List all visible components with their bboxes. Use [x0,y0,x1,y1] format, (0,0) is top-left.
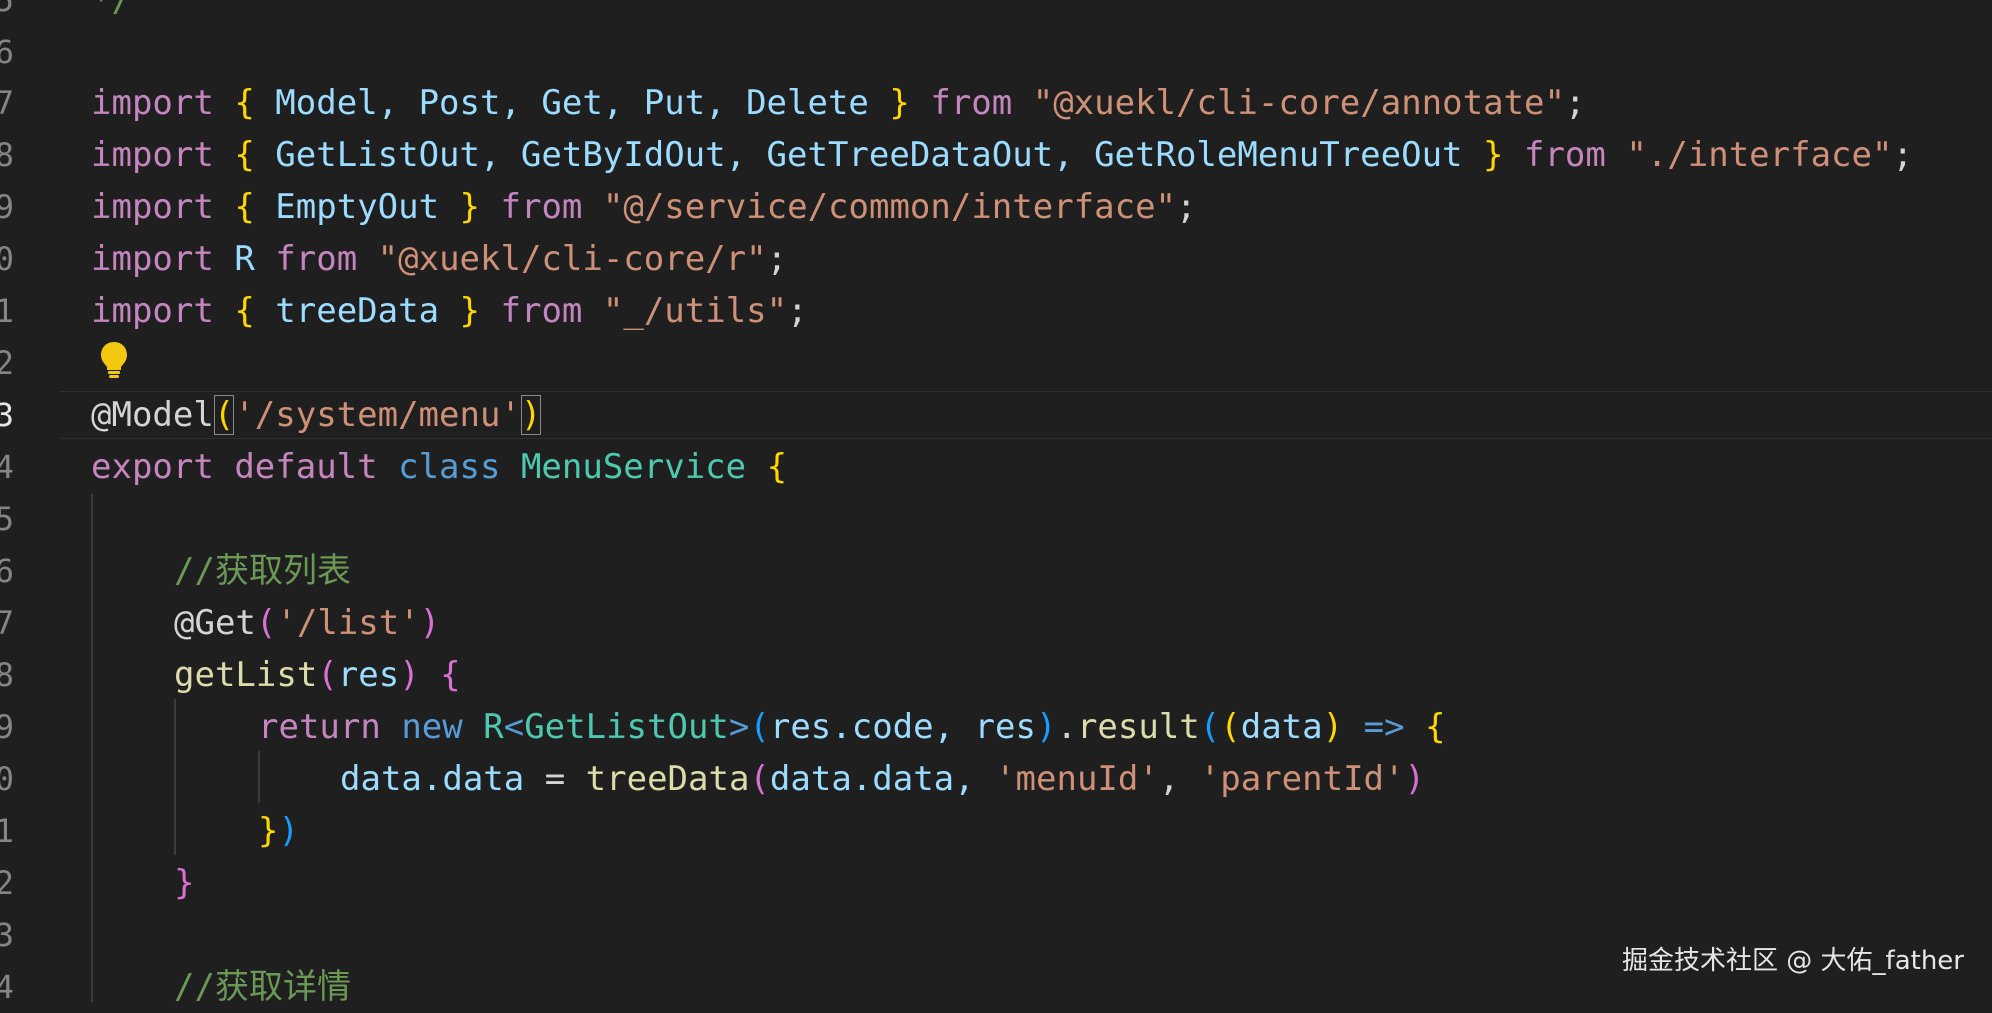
code-line[interactable]: 3 [0,909,1992,961]
code-text: import R from "@xuekl/cli-core/r"; [91,239,788,279]
code-text: data.data = treeData(data.data, 'menuId'… [340,759,1425,799]
code-text: import { EmptyOut } from "@/service/comm… [91,187,1197,227]
code-line[interactable]: 2 } [0,857,1992,909]
indent-guide [174,699,176,855]
code-comment: //获取详情 [174,967,351,1007]
code-text: export default class MenuService { [91,447,788,487]
code-text: import { treeData } from "_/utils"; [91,291,808,331]
code-line[interactable]: 9 import { EmptyOut } from "@/service/co… [0,181,1992,233]
line-number: 9 [0,708,14,746]
line-number: 0 [0,240,14,278]
line-number: 6 [0,552,14,590]
code-text: import { GetListOut, GetByIdOut, GetTree… [91,135,1913,175]
code-text: } [174,863,195,903]
indent-guide [91,494,93,1002]
line-number: 1 [0,292,14,330]
line-number: 7 [0,84,14,122]
code-text: import { Model, Post, Get, Put, Delete }… [91,83,1586,123]
code-line[interactable]: 8 getList(res) { [0,649,1992,701]
code-line[interactable]: 2 [0,337,1992,389]
code-line[interactable]: 1 import { treeData } from "_/utils"; [0,285,1992,337]
code-text: @Get('/list') [174,603,441,643]
code-text: }) [258,811,299,851]
code-line[interactable]: 4 //获取详情 [0,961,1992,1013]
indent-guide [258,751,260,803]
lightbulb-icon[interactable] [99,340,129,380]
line-number: 3 [0,396,14,434]
line-number: 5 [0,0,14,19]
line-number: 5 [0,500,14,538]
code-comment: //获取列表 [174,551,351,591]
line-number: 6 [0,33,14,71]
code-line[interactable]: 6 [0,26,1992,78]
line-number: 7 [0,604,14,642]
watermark: 掘金技术社区 @ 大佑_father [1622,946,1964,976]
code-line[interactable]: 5 [0,493,1992,545]
line-number: 2 [0,344,14,382]
code-line[interactable]: 6 //获取列表 [0,545,1992,597]
line-number: 4 [0,968,14,1006]
current-line-highlight [60,391,1992,439]
line-number: 2 [0,864,14,902]
line-number: 8 [0,656,14,694]
code-text: */ [91,0,132,20]
code-line[interactable]: 8 import { GetListOut, GetByIdOut, GetTr… [0,129,1992,181]
code-text: @Model('/system/menu') [91,395,542,435]
code-line[interactable]: 9 return new R<GetListOut>(res.code, res… [0,701,1992,753]
code-line[interactable]: 7 @Get('/list') [0,597,1992,649]
code-line[interactable]: 7 import { Model, Post, Get, Put, Delete… [0,77,1992,129]
code-line[interactable]: 1 }) [0,805,1992,857]
line-number: 0 [0,760,14,798]
code-text: getList(res) { [174,655,461,695]
code-line-active[interactable]: 3 @Model('/system/menu') [0,389,1992,441]
line-number: 9 [0,188,14,226]
code-line[interactable]: 4 export default class MenuService { [0,441,1992,493]
line-number: 4 [0,448,14,486]
line-number: 3 [0,916,14,954]
line-number: 8 [0,136,14,174]
code-line[interactable]: 0 import R from "@xuekl/cli-core/r"; [0,233,1992,285]
code-text: return new R<GetListOut>(res.code, res).… [258,707,1446,747]
line-number: 1 [0,812,14,850]
code-line[interactable]: 0 data.data = treeData(data.data, 'menuI… [0,753,1992,805]
code-line[interactable]: 5 */ [0,0,1992,26]
